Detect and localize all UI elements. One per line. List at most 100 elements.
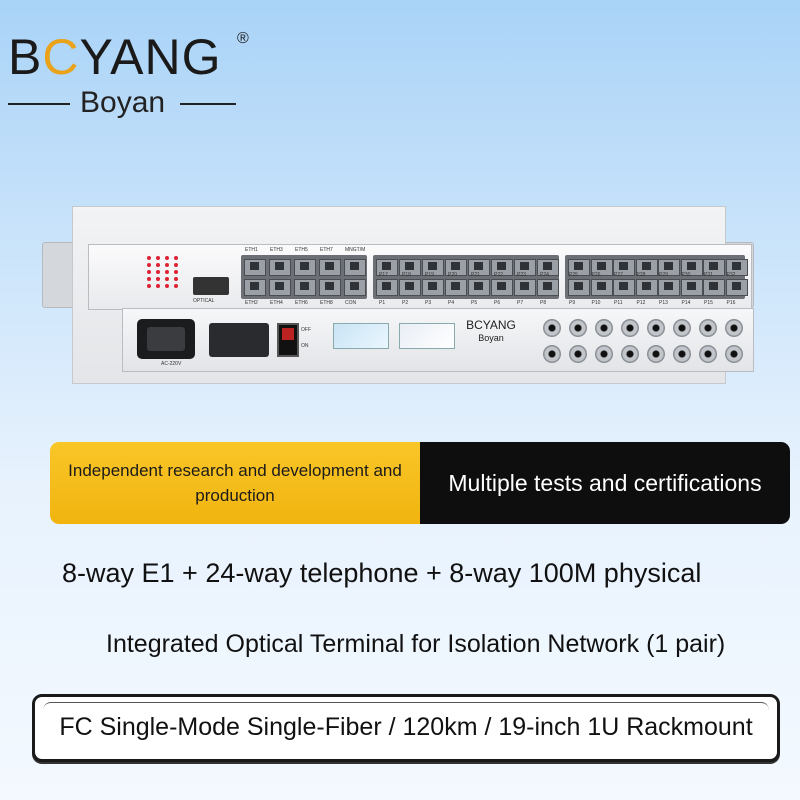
port-label: P4 (448, 300, 455, 306)
port-label: P3 (425, 300, 432, 306)
rj-port (468, 279, 490, 296)
port-label: P22 (494, 272, 503, 278)
rj-port (635, 259, 658, 276)
port-label: CON (345, 300, 357, 306)
ethernet-port-block (241, 255, 367, 299)
brand-wordmark: BCYANG (8, 28, 221, 86)
bnc-connector (621, 345, 639, 363)
port-label: P31 (704, 272, 713, 278)
bnc-connector (699, 319, 717, 337)
power-label: AC-220V (161, 361, 182, 367)
logo-divider-left (8, 103, 70, 105)
status-led (174, 277, 178, 281)
bnc-connector (647, 345, 665, 363)
status-led (174, 263, 178, 267)
rj-port (422, 279, 444, 296)
bnc-connector (595, 319, 613, 337)
rj-port (568, 279, 590, 296)
port-label: ETH7 (320, 247, 333, 253)
port-label: P27 (614, 272, 623, 278)
phone-port-block-2 (565, 255, 748, 299)
port-label: P24 (540, 272, 549, 278)
brand-o-mark: C (42, 29, 80, 85)
bnc-connector (543, 319, 561, 337)
status-led (156, 284, 160, 288)
rj-port (344, 279, 366, 296)
rj-port (376, 259, 398, 276)
port-label: P20 (448, 272, 457, 278)
port-label: P19 (425, 272, 434, 278)
port-label: ETH8 (320, 300, 333, 306)
bnc-connector (673, 319, 691, 337)
product-subheadline: Integrated Optical Terminal for Isolatio… (106, 630, 726, 658)
port-label: P25 (569, 272, 578, 278)
rj-port (244, 259, 266, 276)
status-led (147, 284, 151, 288)
port-label: P2 (402, 300, 409, 306)
rear-brand-name: BCYANG (466, 318, 516, 332)
rj-port (703, 259, 725, 276)
terminal-block (209, 323, 269, 357)
rj-port (468, 259, 490, 276)
bnc-connector (725, 319, 743, 337)
port-label: P21 (471, 272, 480, 278)
port-label: ETH3 (270, 247, 283, 253)
port-label: P16 (726, 300, 736, 306)
port-label: P11 (614, 300, 623, 306)
rj-port (725, 259, 748, 276)
bnc-connector (647, 319, 665, 337)
feature-banner: Independent research and development and… (50, 442, 790, 524)
rj-port (680, 279, 703, 296)
rj-port (422, 259, 444, 276)
port-label: P29 (659, 272, 668, 278)
status-led-grid (143, 252, 183, 292)
bnc-connector (569, 345, 587, 363)
rj-port (445, 259, 467, 276)
status-led (156, 277, 160, 281)
port-label: P5 (471, 300, 478, 306)
rj-port (537, 259, 559, 276)
status-led (174, 270, 178, 274)
port-label: P18 (402, 272, 411, 278)
rj-port (344, 259, 366, 276)
port-label: P26 (591, 272, 601, 278)
banner-rd-text: Independent research and development and… (50, 442, 420, 524)
phone-port-block-1 (373, 255, 559, 299)
bnc-connector (699, 345, 717, 363)
rj-port (680, 259, 703, 276)
rj-port (613, 279, 635, 296)
rj-port (244, 279, 266, 296)
switch-on-label: ON (301, 343, 309, 349)
rj-port (537, 279, 559, 296)
bnc-connector (673, 345, 691, 363)
brand-subtitle: Boyan (80, 86, 166, 119)
rj-port (725, 279, 748, 296)
status-led (156, 270, 160, 274)
rj-port (635, 279, 658, 296)
status-led (165, 270, 169, 274)
status-led (156, 256, 160, 260)
rj-port (703, 279, 725, 296)
rj-port (445, 279, 467, 296)
product-headline: 8-way E1 + 24-way telephone + 8-way 100M… (62, 558, 702, 588)
rj-port (590, 259, 613, 276)
port-label: ETH6 (295, 300, 308, 306)
rj-port (491, 259, 513, 276)
rj-port (376, 279, 398, 296)
rj-port (658, 279, 680, 296)
brand-letter-b: B (8, 29, 43, 85)
rj-port (514, 259, 536, 276)
port-label: P12 (636, 300, 646, 306)
rj-port (658, 259, 680, 276)
status-led (165, 256, 169, 260)
bnc-connector (569, 319, 587, 337)
rj-port (319, 279, 341, 296)
port-label: P17 (379, 272, 388, 278)
rj-port (514, 279, 536, 296)
power-socket (137, 319, 195, 359)
spec-box-inner (43, 702, 769, 754)
rear-brand-sub: Boyan (478, 333, 504, 343)
rj-port (568, 259, 590, 276)
rj-port (269, 279, 291, 296)
